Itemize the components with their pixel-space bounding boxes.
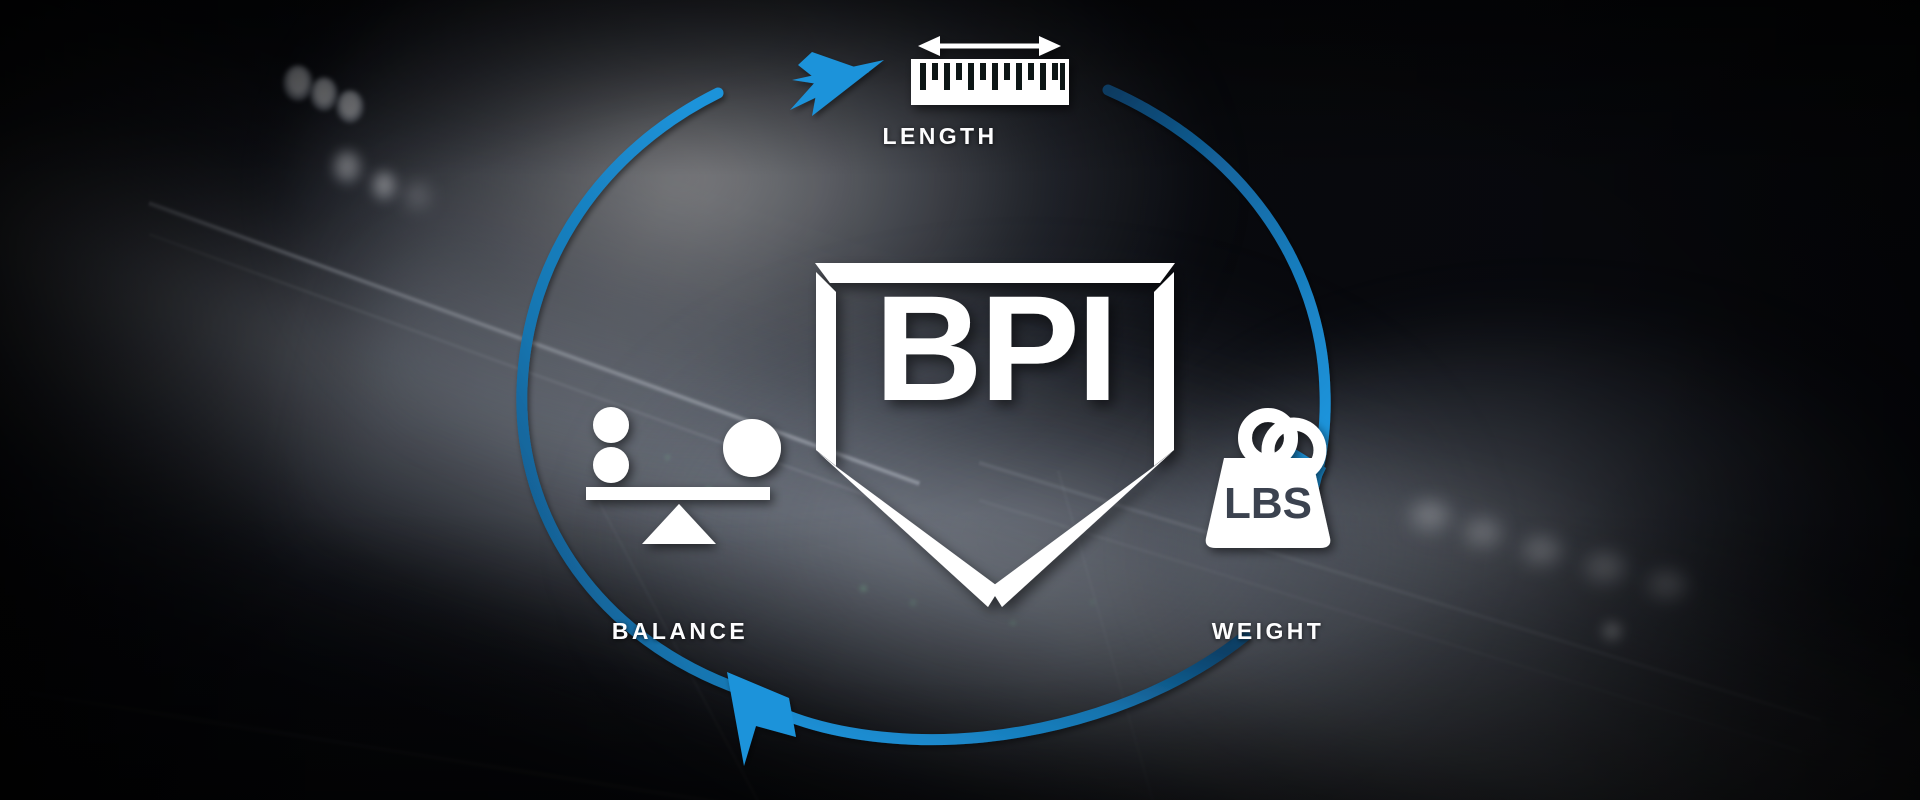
node-label-length: LENGTH <box>882 123 998 149</box>
brand-initials: BPI <box>874 264 1115 432</box>
node-label-weight: WEIGHT <box>1211 618 1325 644</box>
balance-scale-icon <box>586 407 781 544</box>
weight-icon: LBS <box>1205 408 1331 548</box>
weight-icon-text: LBS <box>1224 479 1312 528</box>
node-label-balance: BALANCE <box>611 618 749 644</box>
arrow-weight-to-balance <box>727 630 1251 766</box>
arrow-balance-to-length <box>516 52 884 696</box>
ruler-icon <box>911 36 1069 105</box>
bpi-home-plate-logo: BPI <box>815 263 1175 607</box>
